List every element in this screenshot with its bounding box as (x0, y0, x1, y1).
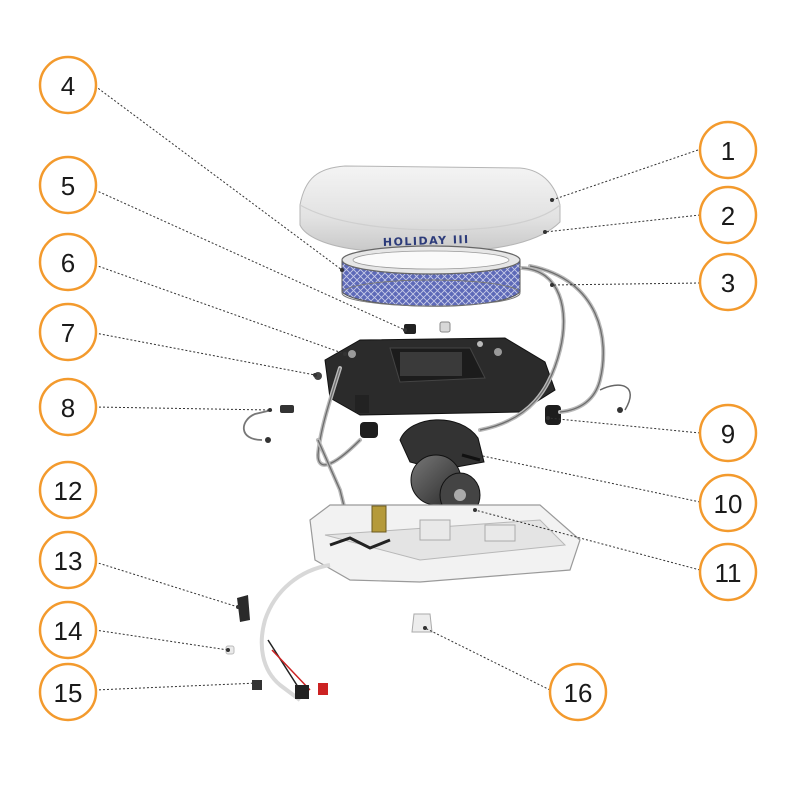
callout-7-number: 7 (61, 318, 75, 348)
air-filter (341, 245, 521, 307)
product-label: HOLIDAY III (383, 233, 470, 249)
base-pan (314, 337, 561, 438)
refrigerant-tubing (315, 264, 631, 532)
callout-6: 6 (38, 232, 98, 292)
callout-15-number: 15 (54, 678, 83, 708)
sensor-cable (242, 405, 294, 443)
callout-7: 7 (38, 302, 98, 362)
callout-8-number: 8 (61, 393, 75, 423)
callout-2-number: 2 (721, 201, 735, 231)
callout-12-number: 12 (54, 476, 83, 506)
callout-4: 4 (38, 55, 98, 115)
small-fitting-left (404, 324, 416, 334)
callout-8: 8 (38, 377, 98, 437)
callout-5-number: 5 (61, 171, 75, 201)
callout-13-number: 13 (54, 546, 83, 576)
callout-9: 9 (698, 403, 758, 463)
callout-11: 11 (698, 542, 758, 602)
callout-11-number: 11 (715, 558, 742, 588)
wiring-harness (225, 563, 331, 702)
small-plug (411, 613, 433, 633)
callout-9-number: 9 (721, 419, 735, 449)
blower-motor (399, 419, 485, 518)
callout-15: 15 (38, 662, 98, 722)
callout-10-number: 10 (714, 489, 743, 519)
callout-16-number: 16 (564, 678, 593, 708)
small-fitting-right (439, 321, 451, 333)
leader-lines (94, 85, 701, 691)
callout-3: 3 (698, 252, 758, 312)
callout-1: 1 (698, 120, 758, 180)
callout-5: 5 (38, 155, 98, 215)
callout-16: 16 (548, 662, 608, 722)
callout-6-number: 6 (61, 248, 75, 278)
callout-1-number: 1 (721, 136, 735, 166)
callout-14-number: 14 (54, 616, 83, 646)
callout-4-number: 4 (61, 71, 75, 101)
callout-3-number: 3 (721, 268, 735, 298)
callout-2: 2 (698, 185, 758, 245)
callout-14: 14 (38, 600, 98, 660)
callout-12: 12 (38, 460, 98, 520)
cover-shell: HOLIDAY III (299, 165, 561, 253)
control-tray (309, 504, 581, 583)
callout-10: 10 (698, 473, 758, 533)
parts-illustration: HOLIDAY III (225, 165, 631, 702)
callout-13: 13 (38, 530, 98, 590)
